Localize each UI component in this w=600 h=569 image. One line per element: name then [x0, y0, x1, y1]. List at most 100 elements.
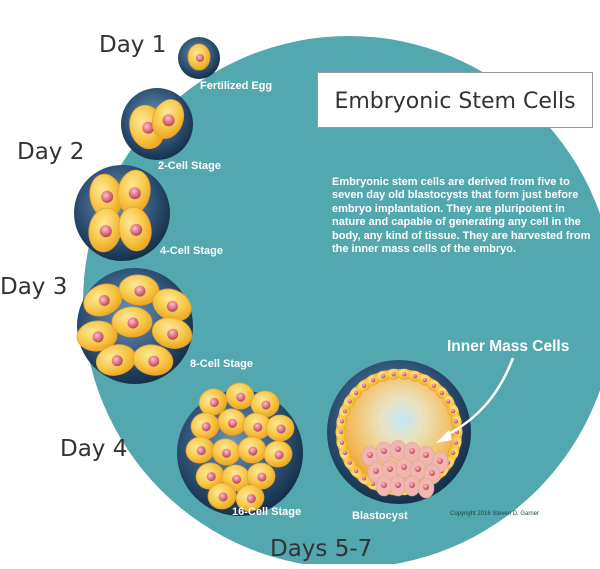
- trophoblast-cell-32-nucleus: [450, 408, 456, 414]
- 8-cell-1-nucleus: [134, 285, 146, 297]
- label-days-5-7: Days 5-7: [270, 536, 373, 562]
- 4-cell-d-nucleus: [130, 223, 143, 236]
- 2-cell-a-nucleus: [142, 121, 155, 134]
- inner-mass-cell-1: [375, 441, 393, 463]
- diagram-title: Embryonic Stem Cells: [334, 89, 576, 114]
- trophoblast-cell-19-nucleus: [342, 408, 348, 414]
- 16-cell-6-nucleus: [276, 424, 286, 434]
- inner-mass-cell-14: [417, 477, 435, 499]
- trophoblast-cell-17-nucleus: [338, 429, 344, 435]
- 16-cell-4: [217, 408, 247, 436]
- 16-cell-15-nucleus: [246, 494, 256, 504]
- inner-mass-cell-6-nucleus: [373, 468, 379, 474]
- 16-cell-3-nucleus: [201, 422, 211, 432]
- inner-mass-cell-9: [409, 459, 427, 481]
- trophoblast-cell-26: [397, 368, 412, 380]
- inner-mass-cell-13: [403, 475, 421, 497]
- 16-cell-8-nucleus: [222, 448, 232, 458]
- 4-cell-embryo: [74, 165, 170, 261]
- 8-cell-7: [132, 344, 174, 376]
- inner-mass-cell-11-nucleus: [381, 482, 387, 488]
- trophoblast-cell-18: [336, 414, 348, 429]
- 16-cell-11: [195, 462, 225, 490]
- 8-cell-embryo: [76, 268, 193, 384]
- 16-cell-15: [235, 484, 265, 512]
- label-day-4: Day 4: [60, 436, 128, 462]
- trophoblast-cell-28-nucleus: [422, 377, 428, 383]
- 4-cell-a-nucleus: [101, 190, 114, 203]
- inner-mass-cell-5-nucleus: [437, 458, 443, 464]
- 4-cell-d: [118, 206, 152, 252]
- 16-cell-14-nucleus: [218, 492, 228, 502]
- 16-cell-embryo: [177, 382, 303, 516]
- trophoblast-cell-12-nucleus: [361, 476, 367, 481]
- 16-cell-14: [207, 482, 237, 510]
- trophoblast-cell-16-nucleus: [339, 440, 345, 445]
- 8-cell-3: [76, 320, 118, 352]
- inner-mass-arrowhead: [436, 430, 452, 443]
- inner-mass-cell-12-nucleus: [395, 482, 401, 488]
- trophoblast-cell-30-nucleus: [439, 390, 445, 396]
- inner-mass-cell-8-nucleus: [401, 464, 407, 470]
- 16-cell-1: [225, 382, 255, 410]
- 16-cell-13-nucleus: [257, 472, 267, 482]
- label-2-cell-stage: 2-Cell Stage: [158, 160, 221, 172]
- inner-mass-cell-3-nucleus: [409, 448, 415, 454]
- label-inner-mass-cells: Inner Mass Cells: [447, 338, 570, 355]
- trophoblast-cell-18-nucleus: [339, 419, 345, 424]
- zygote-cell-nucleus: [196, 54, 204, 62]
- trophoblast-cell-24-nucleus: [380, 374, 386, 379]
- 8-cell-4: [111, 306, 153, 338]
- trophoblast-cell-16: [336, 435, 348, 450]
- 8-cell-5-nucleus: [167, 328, 179, 340]
- trophoblast-cell-24: [376, 370, 391, 382]
- inner-mass-cell-0-nucleus: [367, 452, 373, 458]
- label-4-cell-stage: 4-Cell Stage: [160, 245, 223, 257]
- 16-cell-10-nucleus: [274, 450, 284, 460]
- 16-cell-0: [198, 388, 228, 416]
- inner-mass-cell-7-nucleus: [387, 466, 393, 472]
- 16-cell-11-nucleus: [206, 472, 216, 482]
- trophoblast-cell-29-nucleus: [431, 383, 437, 388]
- 8-cell-2: [152, 288, 192, 322]
- inner-mass-cell-8: [395, 457, 413, 479]
- inner-mass-cell-1-nucleus: [381, 448, 387, 454]
- label-day-3: Day 3: [0, 274, 68, 300]
- 16-cell-8: [211, 438, 241, 466]
- inner-mass-cell-12: [389, 475, 407, 497]
- label-blastocyst: Blastocyst: [352, 510, 408, 522]
- inner-mass-cell-11: [375, 475, 393, 497]
- 16-cell-7: [185, 436, 215, 464]
- trophoblast-cell-17: [335, 425, 347, 439]
- 8-cell-3-nucleus: [92, 331, 104, 343]
- trophoblast-cell-2-nucleus: [450, 450, 456, 456]
- title-box: Embryonic Stem Cells: [317, 72, 593, 128]
- 16-cell-12-nucleus: [232, 474, 242, 484]
- trophoblast-cell-25-nucleus: [391, 372, 396, 377]
- 8-cell-5: [151, 317, 193, 349]
- inner-mass-cell-10-nucleus: [429, 470, 435, 476]
- 16-cell-2-nucleus: [261, 400, 271, 410]
- 8-cell-0-nucleus: [98, 294, 110, 306]
- 2-cell-b-nucleus: [162, 114, 175, 127]
- copyright-text: Copyright 2016 Steven D. Garner: [450, 511, 540, 517]
- label-day-1: Day 1: [99, 32, 167, 58]
- 4-cell-c-nucleus: [99, 225, 112, 238]
- 8-cell-7-nucleus: [148, 355, 160, 367]
- 16-cell-9-nucleus: [248, 446, 258, 456]
- label-8-cell-stage: 8-Cell Stage: [190, 358, 253, 370]
- trophoblast-cell-14-nucleus: [347, 460, 352, 465]
- trophoblast-cell-21-nucleus: [353, 390, 359, 396]
- trophoblast-cell-33: [450, 414, 462, 429]
- label-fertilized-egg: Fertilized Egg: [200, 80, 273, 92]
- trophoblast-cell-11-nucleus: [370, 481, 376, 487]
- 2-cell-embryo: [121, 88, 193, 160]
- 8-cell-6-nucleus: [111, 355, 123, 367]
- 2-cell-b: [151, 99, 185, 139]
- trophoblast-cell-20-nucleus: [347, 399, 352, 404]
- trophoblast-cell-15-nucleus: [342, 450, 348, 456]
- 16-cell-9: [237, 436, 267, 464]
- 16-cell-10: [263, 440, 293, 468]
